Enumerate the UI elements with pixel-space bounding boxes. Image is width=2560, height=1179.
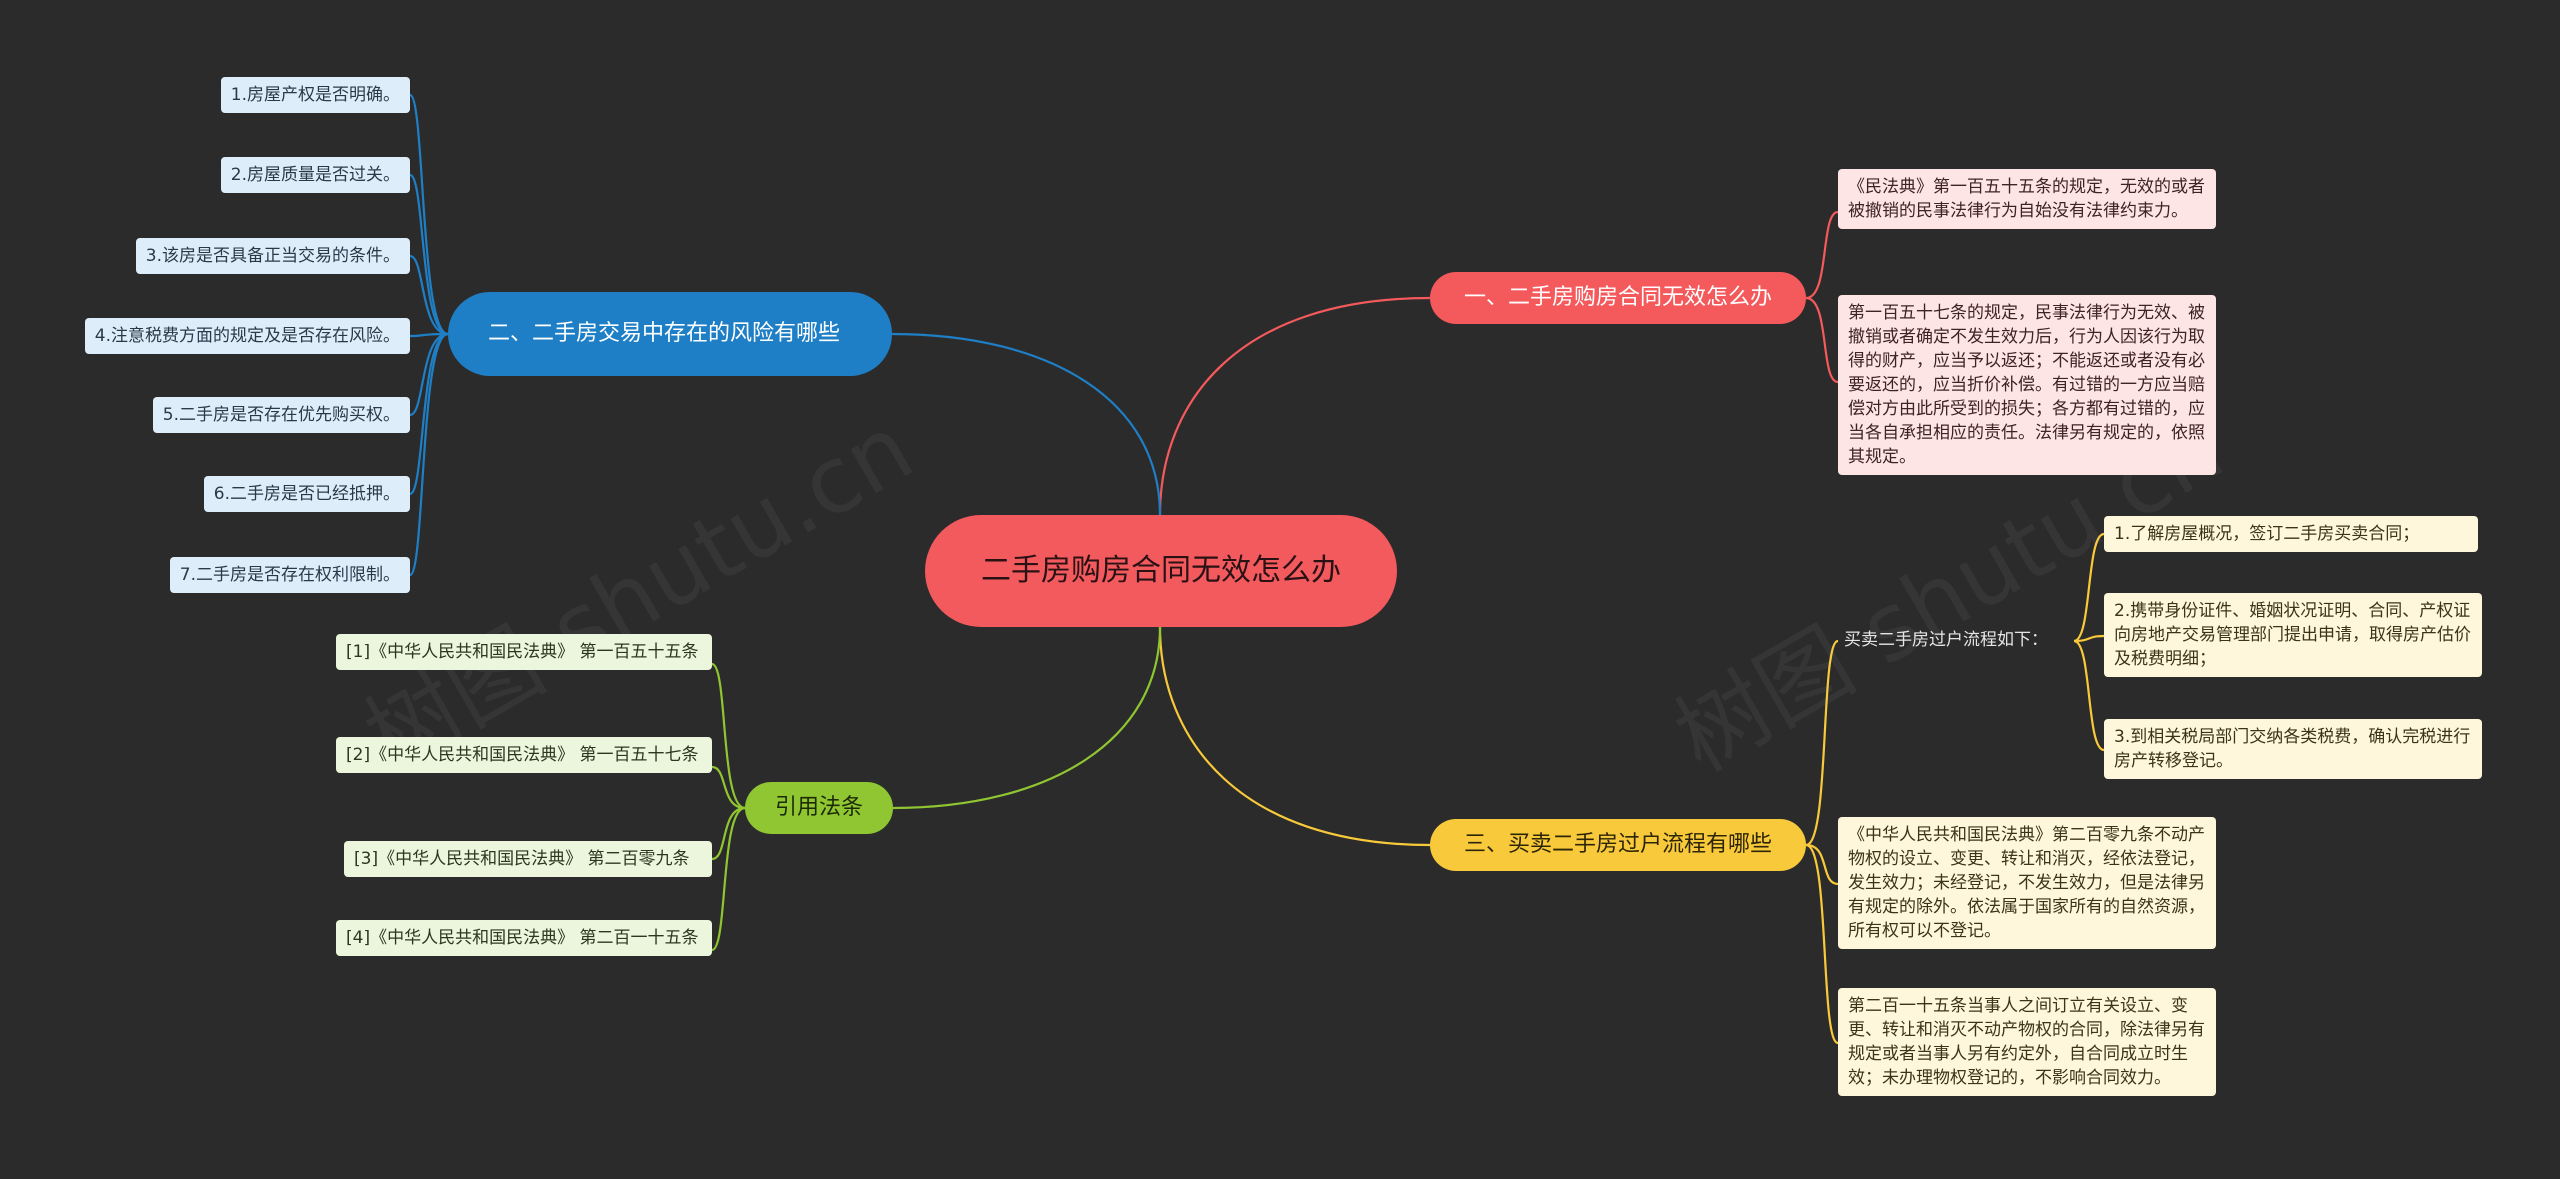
link-root-b1 [1158, 296, 1431, 516]
leaf-risk-2[interactable]: 2.房屋质量是否过关。 [220, 157, 410, 193]
leaf-citation-2[interactable]: [2]《中华人民共和国民法典》 第一百五十七条 [336, 737, 712, 773]
leaf-risk-7[interactable]: 7.二手房是否存在权利限制。 [169, 557, 410, 593]
leaf-civil-code-155[interactable]: 《民法典》第一百五十五条的规定，无效的或者被撤销的民事法律行为自始没有法律约束力… [1838, 169, 2216, 229]
leaf-civil-code-215[interactable]: 第二百一十五条当事人之间订立有关设立、变更、转让和消灭不动产物权的合同，除法律另… [1838, 988, 2216, 1096]
link-root-b4 [892, 626, 1162, 810]
leaf-civil-code-209[interactable]: 《中华人民共和国民法典》第二百零九条不动产物权的设立、变更、转让和消灭，经依法登… [1838, 817, 2216, 949]
leaf-step-3[interactable]: 3.到相关税局部门交纳各类税费，确认完税进行房产转移登记。 [2104, 719, 2482, 779]
leaf-step-1[interactable]: 1.了解房屋概况，签订二手房买卖合同； [2104, 516, 2478, 552]
leaf-risk-4[interactable]: 4.注意税费方面的规定及是否存在风险。 [84, 318, 410, 354]
leaf-citation-1[interactable]: [1]《中华人民共和国民法典》 第一百五十五条 [336, 634, 712, 670]
transfer-process-label[interactable]: 买卖二手房过户流程如下： [1844, 630, 2048, 650]
leaf-risk-6[interactable]: 6.二手房是否已经抵押。 [203, 476, 410, 512]
branch-contract-invalid[interactable]: 一、二手房购房合同无效怎么办 [1430, 272, 1806, 324]
branch-cited-laws[interactable]: 引用法条 [745, 782, 893, 834]
branch-transfer-process[interactable]: 三、买卖二手房过户流程有哪些 [1430, 819, 1806, 871]
link-root-b3 [1158, 626, 1431, 847]
branch-transaction-risks[interactable]: 二、二手房交易中存在的风险有哪些 [448, 292, 892, 376]
leaf-risk-1[interactable]: 1.房屋产权是否明确。 [220, 77, 410, 113]
leaf-risk-5[interactable]: 5.二手房是否存在优先购买权。 [152, 397, 410, 433]
leaf-step-2[interactable]: 2.携带身份证件、婚姻状况证明、合同、产权证向房地产交易管理部门提出申请，取得房… [2104, 593, 2482, 677]
leaf-civil-code-157[interactable]: 第一百五十七条的规定，民事法律行为无效、被撤销或者确定不发生效力后，行为人因该行… [1838, 295, 2216, 475]
leaf-risk-3[interactable]: 3.该房是否具备正当交易的条件。 [135, 238, 410, 274]
leaf-citation-4[interactable]: [4]《中华人民共和国民法典》 第二百一十五条 [336, 920, 712, 956]
root-topic[interactable]: 二手房购房合同无效怎么办 [925, 515, 1397, 627]
leaf-citation-3[interactable]: [3]《中华人民共和国民法典》 第二百零九条 [344, 841, 712, 877]
link-root-b2 [891, 332, 1162, 516]
